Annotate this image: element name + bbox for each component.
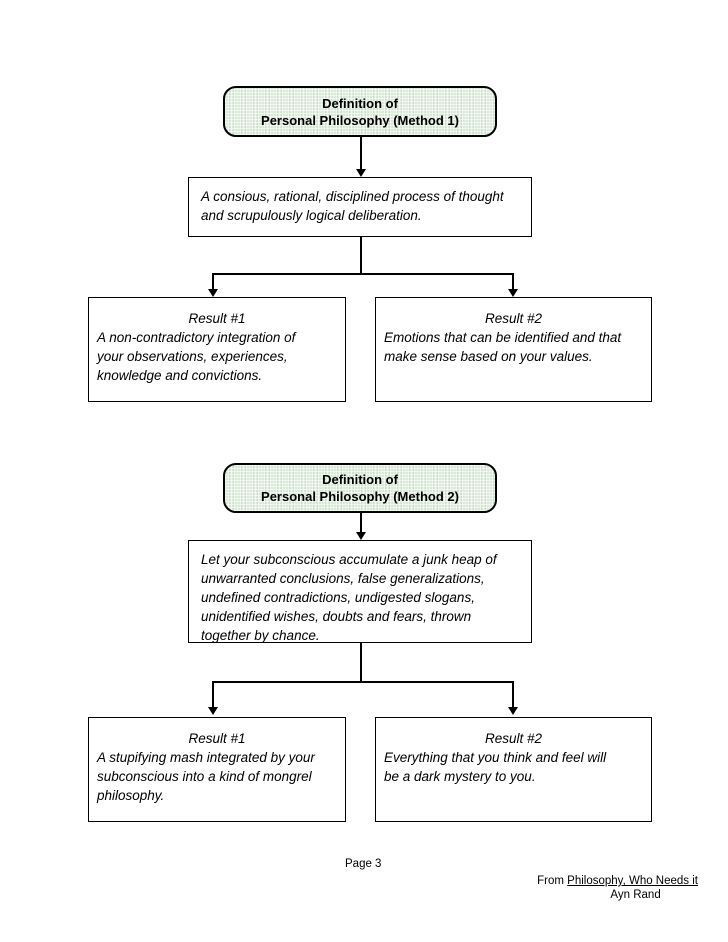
- connector-branch-left: [212, 681, 214, 708]
- definition-node-method-2: Definition of Personal Philosophy (Metho…: [223, 463, 497, 513]
- definition-title-line2: Personal Philosophy (Method 2): [261, 489, 459, 504]
- arrowhead-down-icon: [208, 289, 218, 297]
- definition-title-line1: Definition of: [322, 472, 398, 487]
- result-text: A non-contradictory integration of your …: [97, 330, 296, 383]
- definition-title-line2: Personal Philosophy (Method 1): [261, 112, 459, 128]
- description-text: A consious, rational, disciplined proces…: [201, 189, 504, 223]
- source-title: Philosophy, Who Needs it: [567, 875, 698, 887]
- result-title: Result #2: [484, 731, 543, 746]
- definition-node-method-1: Definition of Personal Philosophy (Metho…: [223, 86, 497, 137]
- result-node-1-method-1: Result #1 A non-contradictory integratio…: [88, 297, 346, 402]
- connector-branch-left: [212, 273, 214, 290]
- source-prefix: From: [537, 875, 568, 887]
- connector-stem: [360, 513, 362, 533]
- result-text: A stupifying mash integrated by your sub…: [97, 750, 315, 803]
- source-line: From Philosophy, Who Needs it: [537, 874, 698, 888]
- connector-stem: [360, 643, 362, 683]
- result-text: Emotions that can be identified and that…: [384, 330, 622, 364]
- result-title: Result #2: [484, 311, 543, 326]
- connector-horizontal: [212, 681, 514, 683]
- arrowhead-down-icon: [208, 707, 218, 715]
- description-node-method-2: Let your subconscious accumulate a junk …: [188, 540, 532, 643]
- result-node-2-method-2: Result #2 Everything that you think and …: [375, 717, 652, 822]
- connector-branch-right: [512, 681, 514, 708]
- arrowhead-down-icon: [508, 289, 518, 297]
- source-author: Ayn Rand: [610, 889, 661, 901]
- connector-stem: [360, 237, 362, 275]
- result-text: Everything that you think and feel will …: [384, 750, 607, 784]
- source-attribution: From Philosophy, Who Needs it Ayn Rand: [537, 874, 698, 902]
- result-node-1-method-2: Result #1 A stupifying mash integrated b…: [88, 717, 346, 822]
- result-title: Result #1: [188, 731, 246, 746]
- connector-branch-right: [512, 273, 514, 290]
- page-number: Page 3: [345, 858, 382, 870]
- description-node-method-1: A consious, rational, disciplined proces…: [188, 177, 532, 237]
- description-text: Let your subconscious accumulate a junk …: [201, 552, 497, 643]
- arrowhead-down-icon: [356, 532, 366, 540]
- arrowhead-down-icon: [508, 707, 518, 715]
- connector-horizontal: [212, 273, 514, 275]
- arrowhead-down-icon: [356, 169, 366, 177]
- result-title: Result #1: [188, 311, 246, 326]
- connector-stem: [360, 137, 362, 170]
- definition-title-line1: Definition of: [322, 95, 398, 111]
- result-node-2-method-1: Result #2 Emotions that can be identifie…: [375, 297, 652, 402]
